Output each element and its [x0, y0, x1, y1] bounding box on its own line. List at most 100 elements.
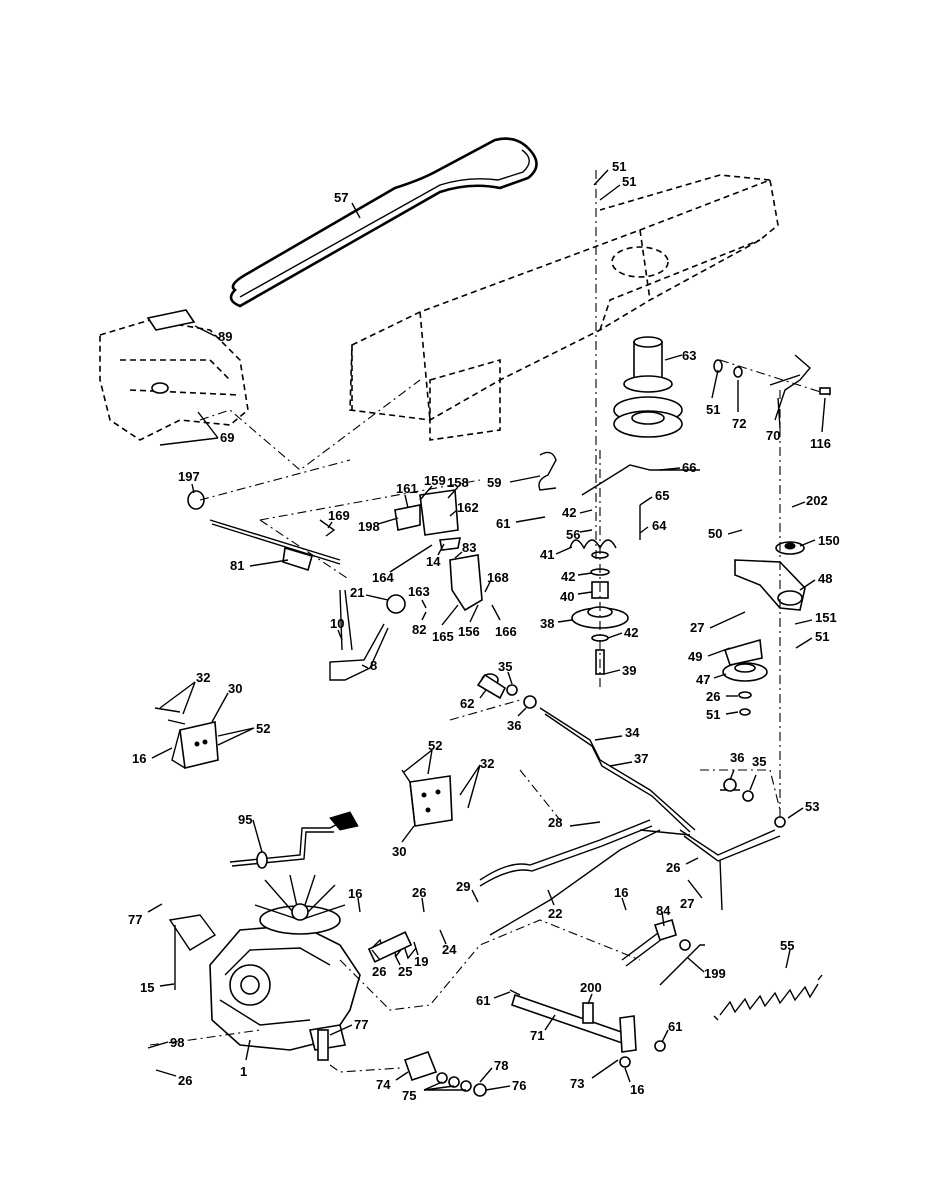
idler-pulley-stack: [571, 170, 629, 690]
label-61-c: 61: [668, 1019, 682, 1034]
springs: [367, 931, 823, 1021]
label-71: 71: [530, 1028, 544, 1043]
label-61-a: 61: [496, 516, 510, 531]
label-89: 89: [218, 329, 232, 344]
label-26-b: 26: [666, 860, 680, 875]
label-165: 165: [432, 629, 454, 644]
label-40: 40: [560, 589, 574, 604]
label-166: 166: [495, 624, 517, 639]
label-30-a: 30: [228, 681, 242, 696]
idler-bracket: [722, 390, 806, 820]
transaxle: [168, 874, 361, 1061]
label-51-b: 51: [622, 174, 636, 189]
label-16-b: 16: [348, 886, 362, 901]
label-50: 50: [708, 526, 722, 541]
label-53: 53: [805, 799, 819, 814]
label-62: 62: [460, 696, 474, 711]
label-22: 22: [548, 906, 562, 921]
label-42-b: 42: [561, 569, 575, 584]
label-57: 57: [334, 190, 348, 205]
label-51-a: 51: [612, 159, 626, 174]
label-56: 56: [566, 527, 580, 542]
label-73: 73: [570, 1076, 584, 1091]
label-77-a: 77: [128, 912, 142, 927]
label-51-d: 51: [815, 629, 829, 644]
label-82: 82: [412, 622, 426, 637]
label-198: 198: [358, 519, 380, 534]
label-37: 37: [634, 751, 648, 766]
label-26-a: 26: [706, 689, 720, 704]
label-36-b: 36: [730, 750, 744, 765]
label-64: 64: [652, 518, 667, 533]
label-41: 41: [540, 547, 554, 562]
front-panel: [99, 309, 249, 441]
label-47: 47: [696, 672, 710, 687]
hitch-bracket-left: [154, 707, 219, 769]
label-200: 200: [580, 980, 602, 995]
label-75: 75: [402, 1088, 416, 1103]
clutch-rods: [538, 354, 831, 550]
lower-linkage: [509, 919, 705, 1068]
drive-belt: [229, 137, 538, 308]
label-10: 10: [330, 616, 344, 631]
label-84: 84: [656, 903, 671, 918]
label-49: 49: [688, 649, 702, 664]
label-98: 98: [170, 1035, 184, 1050]
label-27-a: 27: [690, 620, 704, 635]
label-15: 15: [140, 980, 154, 995]
label-77-b: 77: [354, 1017, 368, 1032]
label-69: 69: [220, 430, 234, 445]
label-159: 159: [424, 473, 446, 488]
label-169: 169: [328, 508, 350, 523]
label-16-c: 16: [614, 885, 628, 900]
label-197: 197: [178, 469, 200, 484]
label-95: 95: [238, 812, 252, 827]
label-27-b: 27: [680, 896, 694, 911]
label-72: 72: [732, 416, 746, 431]
label-59: 59: [487, 475, 501, 490]
label-25: 25: [398, 964, 412, 979]
label-52-a: 52: [256, 721, 270, 736]
mandrel-pulley: [613, 336, 683, 438]
label-116: 116: [810, 436, 831, 451]
label-66: 66: [682, 460, 696, 475]
label-32-b: 32: [480, 756, 494, 771]
label-8: 8: [370, 658, 377, 673]
label-65: 65: [655, 488, 669, 503]
label-28-a: 28: [548, 815, 562, 830]
label-26-c: 26: [412, 885, 426, 900]
label-76: 76: [512, 1078, 526, 1093]
label-38: 38: [540, 616, 554, 631]
label-26-e: 26: [178, 1073, 192, 1088]
label-156: 156: [458, 624, 480, 639]
label-162: 162: [457, 500, 479, 515]
label-39: 39: [622, 663, 636, 678]
label-29: 29: [456, 879, 470, 894]
label-163: 163: [408, 584, 430, 599]
label-26-d: 26: [372, 964, 386, 979]
label-202: 202: [806, 493, 828, 508]
label-81: 81: [230, 558, 244, 573]
shift-linkage: [187, 459, 483, 681]
label-199: 199: [704, 966, 726, 981]
label-42-c: 42: [624, 625, 638, 640]
label-161: 161: [396, 481, 418, 496]
label-24: 24: [442, 942, 457, 957]
label-78: 78: [494, 1058, 508, 1073]
label-51-c: 51: [706, 402, 720, 417]
label-51-e: 51: [706, 707, 720, 722]
label-1: 1: [240, 1064, 247, 1079]
label-32-a: 32: [196, 670, 210, 685]
label-151: 151: [815, 610, 837, 625]
label-74: 74: [376, 1077, 391, 1092]
label-61-b: 61: [476, 993, 490, 1008]
pedal-shafts: [476, 673, 786, 936]
label-21: 21: [350, 585, 364, 600]
label-52-b: 52: [428, 738, 442, 753]
hitch-bracket-center: [401, 769, 453, 827]
label-35-a: 35: [498, 659, 512, 674]
label-35-b: 35: [752, 754, 766, 769]
label-48: 48: [818, 571, 832, 586]
label-16-a: 16: [132, 751, 146, 766]
